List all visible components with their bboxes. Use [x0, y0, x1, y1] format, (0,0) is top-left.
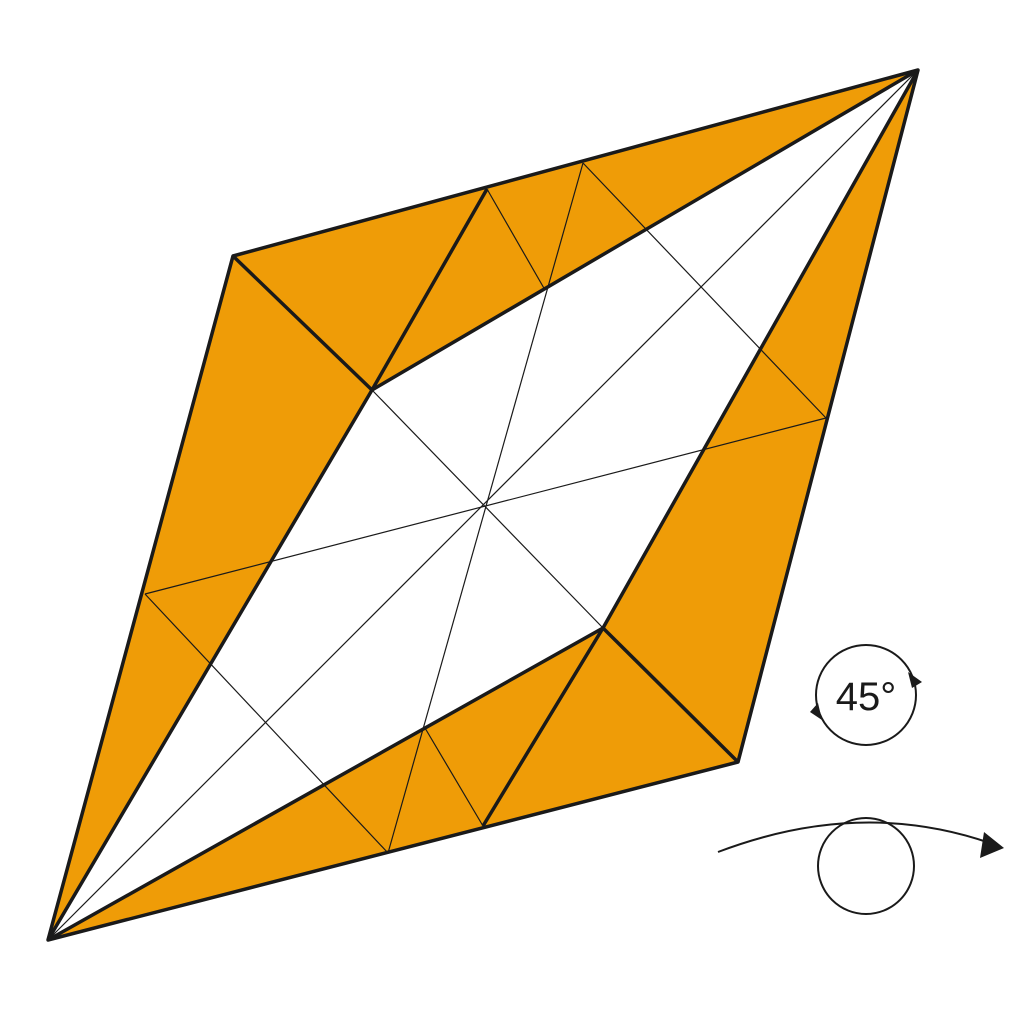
crease-cross-1 — [371, 389, 604, 629]
crease-lower-left — [144, 593, 389, 854]
rotate-arrow-bottom-left — [810, 703, 822, 720]
crease-bottom-small — [424, 727, 484, 827]
rotate-label: 45° — [836, 675, 897, 719]
paper-model — [46, 68, 920, 942]
fold-upper-flap — [370, 188, 489, 391]
fold-lower-right — [601, 626, 740, 764]
turn-over-arrowhead — [980, 832, 1004, 858]
rotate-icon — [815, 644, 917, 746]
crease-upper-right — [582, 162, 827, 419]
crease-lines — [47, 69, 919, 941]
turn-over-arrow — [717, 821, 991, 853]
turn-over-symbol — [717, 817, 1004, 915]
fold-lower-flap — [481, 627, 605, 827]
turn-over-icon — [817, 817, 915, 915]
fold-upper-left — [231, 254, 374, 392]
fold-edges — [46, 68, 920, 942]
rotate-arrow-top-right — [908, 672, 922, 688]
rotate-symbol: 45° — [810, 644, 922, 746]
crease-vertical — [387, 162, 584, 854]
crease-top-small — [486, 188, 546, 291]
